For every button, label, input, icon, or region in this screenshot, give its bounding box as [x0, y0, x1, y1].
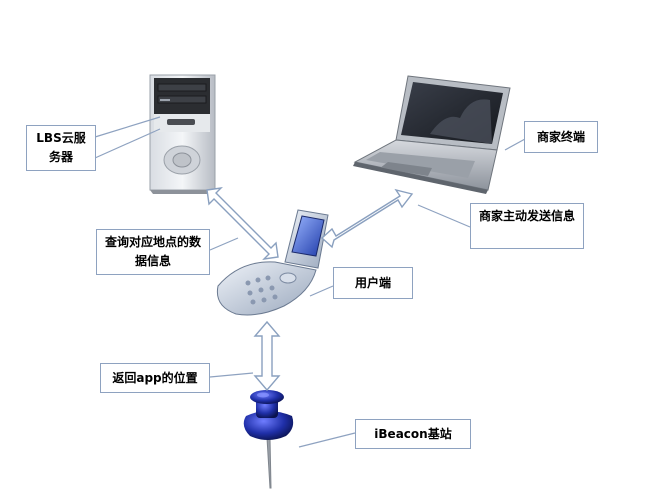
callout-line-query [209, 237, 239, 251]
callout-lines [94, 116, 526, 448]
server-tower-icon [149, 74, 216, 194]
label-merchant-push: 商家主动发送信息 [470, 203, 584, 249]
callout-line-user [309, 285, 334, 297]
label-merchant-terminal: 商家终端 [524, 121, 598, 153]
push-pin-icon [243, 390, 294, 489]
callout-line-server-a [94, 116, 161, 138]
label-lbs-server: LBS云服务器 [26, 125, 96, 171]
double-arrow-phone-pin [253, 320, 281, 392]
label-ibeacon-station: iBeacon基站 [355, 419, 471, 449]
label-user-end: 用户端 [333, 267, 413, 299]
double-arrow-laptop-phone [320, 188, 414, 249]
flip-phone-icon [216, 209, 329, 316]
callout-line-laptop [504, 138, 526, 151]
callout-line-push [417, 204, 471, 228]
callout-line-return [209, 372, 254, 378]
label-return-app-position: 返回app的位置 [100, 363, 210, 393]
double-arrow-server-phone [206, 187, 279, 260]
callout-line-ibeacon [298, 432, 356, 448]
callout-line-server-b [94, 128, 161, 159]
laptop-icon [353, 75, 511, 194]
label-query-location-data: 查询对应地点的数据信息 [96, 229, 210, 275]
